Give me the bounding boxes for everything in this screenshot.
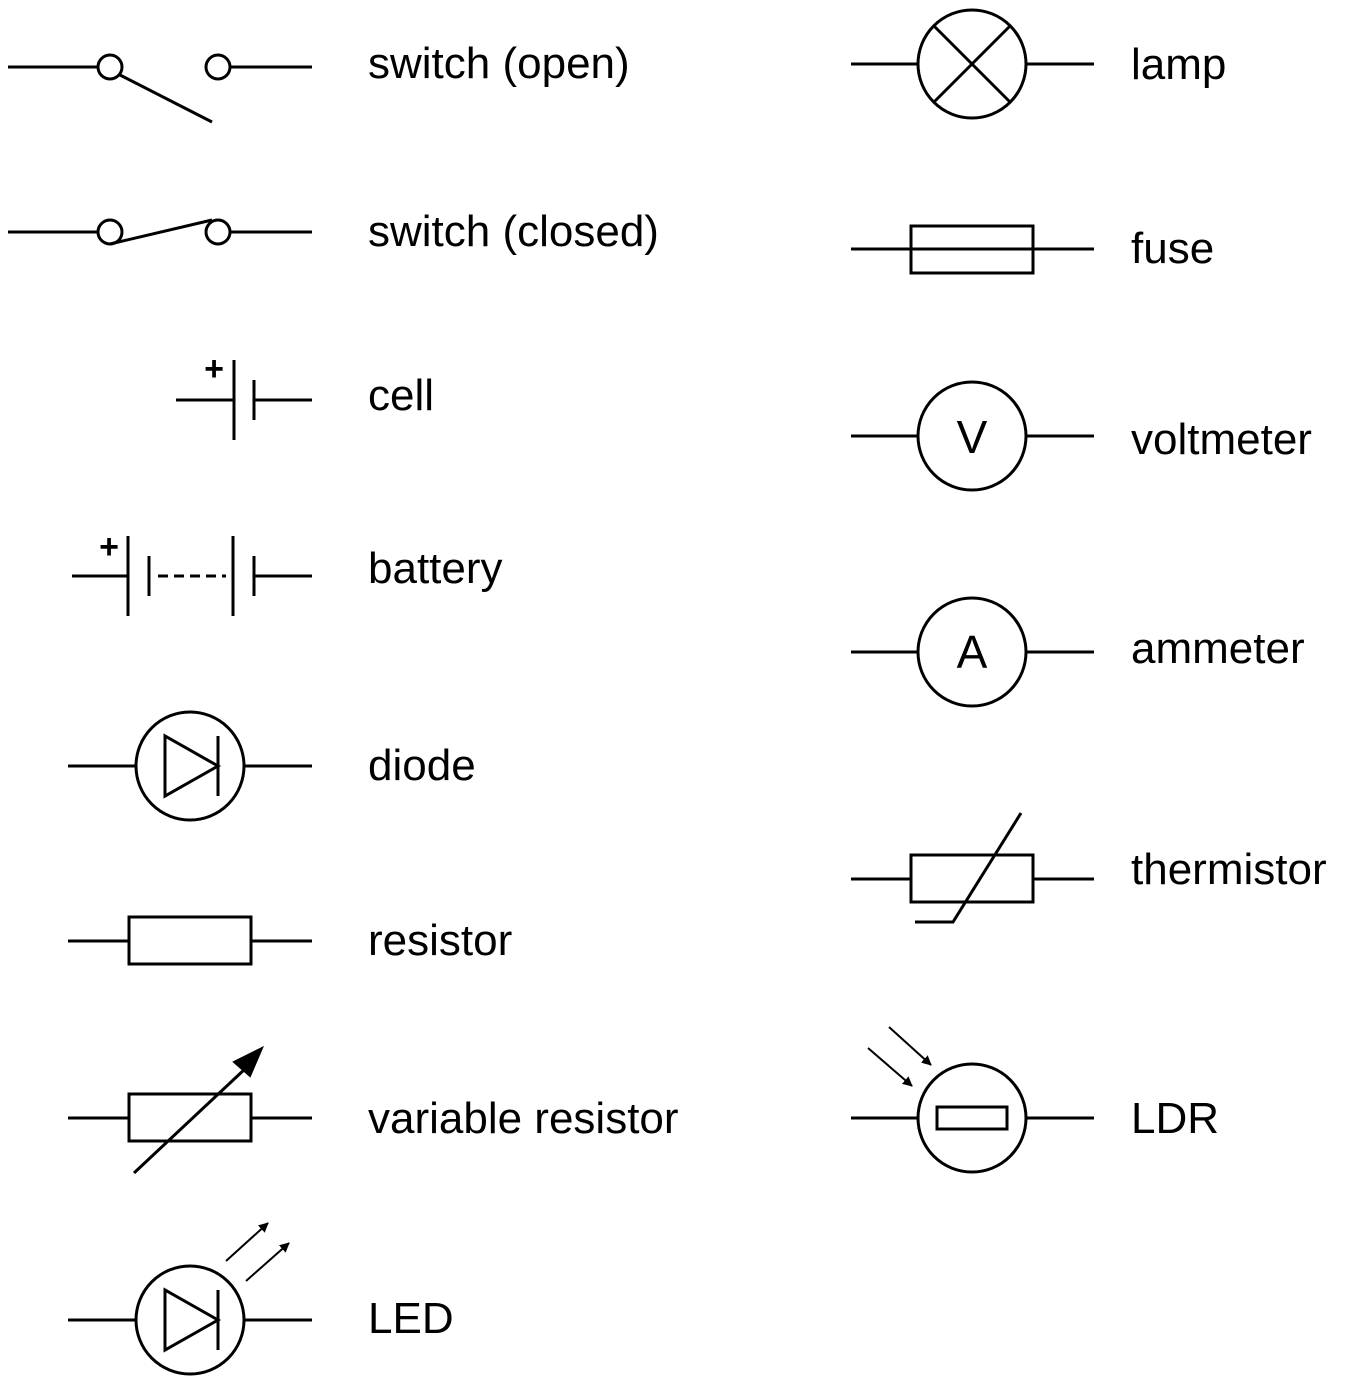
lamp-label: lamp [1131,40,1226,89]
fuse-label: fuse [1131,224,1214,273]
fuse-symbol [851,224,1094,275]
ammeter-label: ammeter [1131,624,1305,673]
cell-positive-mark: + [204,350,224,388]
cell-label: cell [368,371,434,420]
battery-positive-mark: + [99,528,119,566]
voltmeter-letter: V [957,411,988,463]
variable-resistor-label: variable resistor [368,1094,679,1143]
led-light-arrows [225,1222,290,1282]
ammeter-symbol [851,596,1094,708]
voltmeter-symbol [851,380,1094,492]
switch-closed-symbol [8,218,312,246]
thermistor-symbol [851,812,1094,924]
voltmeter-label: voltmeter [1131,415,1312,464]
resistor-label: resistor [368,916,512,965]
battery-label: battery [368,544,503,593]
ldr-label: LDR [1131,1094,1219,1143]
variable-resistor-symbol [68,1066,312,1175]
lamp-symbol [851,8,1094,120]
diode-symbol [68,710,312,822]
led-symbol [68,1264,312,1376]
ldr-symbol [851,1062,1094,1174]
diode-label: diode [368,741,476,790]
ldr-light-arrows [867,1026,932,1087]
variable-resistor-arrowhead [232,1045,264,1078]
switch-open-label: switch (open) [368,39,630,88]
thermistor-label: thermistor [1131,845,1327,894]
switch-closed-label: switch (closed) [368,207,659,256]
ammeter-letter: A [957,626,988,678]
led-label: LED [368,1294,454,1343]
resistor-symbol [68,915,312,966]
cell-symbol [176,360,312,440]
battery-symbol [72,536,312,616]
switch-open-symbol [8,53,312,124]
